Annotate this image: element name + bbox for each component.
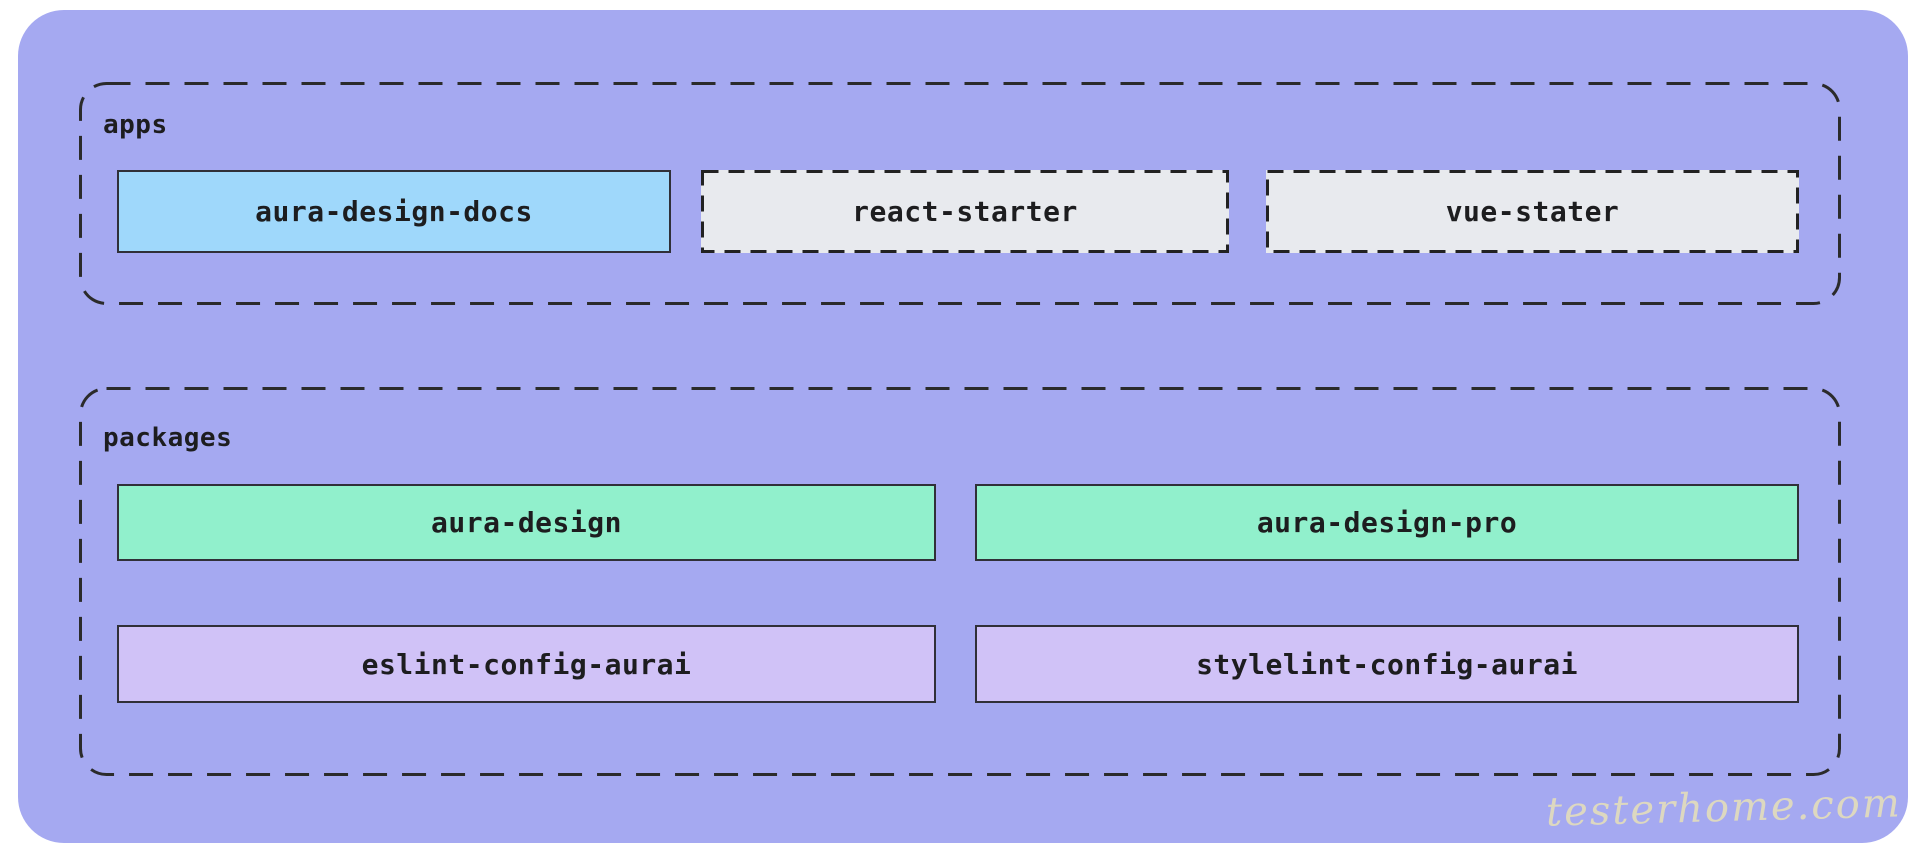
apps-group-label: apps xyxy=(103,110,168,140)
node-aura-design-docs-label: aura-design-docs xyxy=(255,195,533,228)
node-aura-design-pro: aura-design-pro xyxy=(975,484,1799,561)
node-vue-stater-label: vue-stater xyxy=(1445,195,1620,228)
node-aura-design: aura-design xyxy=(117,484,936,561)
node-eslint-config-aurai: eslint-config-aurai xyxy=(117,625,936,703)
monorepo-board: apps aura-design-docs react-starter vue-… xyxy=(18,10,1908,843)
node-eslint-config-aurai-label: eslint-config-aurai xyxy=(361,647,692,681)
node-stylelint-config-aurai: stylelint-config-aurai xyxy=(975,625,1799,703)
apps-group: apps aura-design-docs react-starter vue-… xyxy=(79,82,1841,305)
watermark: testerhome.com xyxy=(1545,780,1903,836)
node-stylelint-config-aurai-label: stylelint-config-aurai xyxy=(1196,647,1578,681)
node-react-starter-label: react-starter xyxy=(852,195,1078,228)
node-vue-stater: vue-stater xyxy=(1266,170,1799,253)
packages-group: packages aura-design aura-design-pro esl… xyxy=(79,387,1841,776)
node-aura-design-pro-label: aura-design-pro xyxy=(1256,506,1518,539)
node-aura-design-label: aura-design xyxy=(431,506,622,539)
node-react-starter: react-starter xyxy=(701,170,1229,253)
node-aura-design-docs: aura-design-docs xyxy=(117,170,671,253)
packages-group-label: packages xyxy=(103,423,233,453)
packages-group-dashed-border xyxy=(79,387,1841,776)
